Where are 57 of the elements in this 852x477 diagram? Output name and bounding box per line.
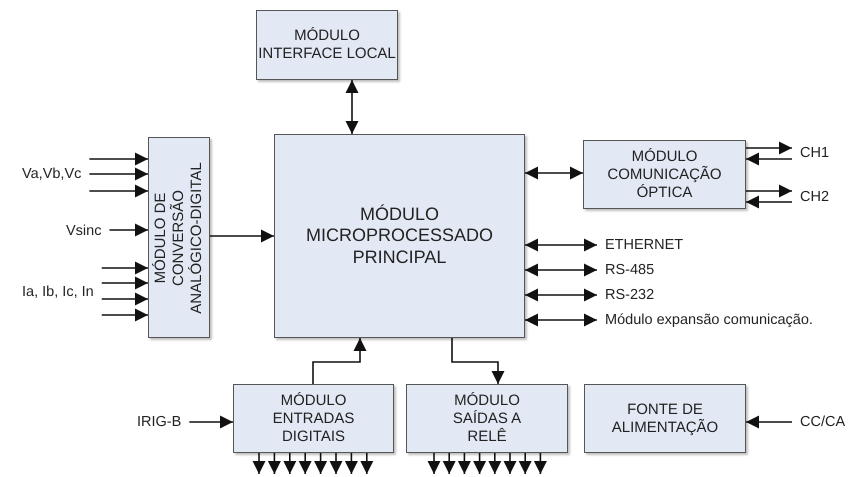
signal-label: ETHERNET [605,236,684,254]
signal-label: CH2 [800,188,830,206]
signal-label: Vsinc [66,222,102,240]
module-box: MÓDULO COMUNICAÇÃO ÓPTICA [583,140,746,209]
arrow [442,453,456,474]
arrow [109,224,148,236]
arrow [102,308,148,322]
signal-label: Va,Vb,Vc [22,165,82,183]
arrow [189,416,233,428]
arrow [534,453,547,474]
arrow [89,168,148,180]
signal-label: CH1 [800,144,830,162]
signal-label: IRIG-B [137,413,182,431]
arrow [210,230,274,242]
arrow [525,166,583,180]
arrow [525,264,597,276]
arrow [360,453,374,474]
arrow [746,184,792,198]
arrow [298,453,312,474]
arrow [525,288,597,302]
arrow [89,184,148,198]
arrow [314,453,328,474]
arrow [283,453,296,474]
arrow [504,453,516,474]
arrow [428,453,440,474]
arrow [344,453,358,474]
signal-label: CC/CA [800,413,846,431]
arrow [451,338,504,384]
arrow [458,453,471,474]
arrow [312,338,366,384]
arrow [746,196,792,208]
signal-label: Módulo expansão comunicação. [605,311,813,329]
arrow [330,453,342,474]
module-box: FONTE DE ALIMENTAÇÃO [584,384,746,453]
arrow [346,80,358,134]
arrow [473,453,486,474]
module-box: MÓDULO SAÍDAS A RELÊ [406,384,568,453]
module-box: MÓDULO ENTRADAS DIGITAIS [233,384,394,453]
arrow [746,142,792,154]
arrow [102,262,148,274]
module-box: MÓDULO DE CONVERSÃO ANALÓGICO-DIGITAL [148,137,210,338]
main-module-box: MÓDULO MICROPROCESSADO PRINCIPAL [274,134,525,338]
arrow [252,453,266,474]
signal-label: Ia, Ib, Ic, In [22,283,94,301]
arrow [488,453,502,474]
arrow [746,416,792,428]
arrow [518,453,532,474]
arrow [89,152,148,166]
arrow [746,152,792,166]
signal-label: RS-485 [605,261,654,279]
module-box: MÓDULO INTERFACE LOCAL [256,10,398,80]
arrow [102,292,148,306]
arrow [525,238,597,252]
signal-label: RS-232 [605,286,654,304]
arrow [268,453,281,474]
arrow [102,276,148,290]
arrow [525,314,597,326]
